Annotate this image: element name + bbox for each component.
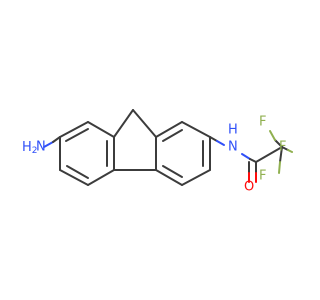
bond-left-ring-double-3 xyxy=(66,165,89,179)
bond-left-ring-double-1 xyxy=(65,128,89,142)
bond-right-ring-4 xyxy=(181,169,211,186)
bond-left-ring-2 xyxy=(87,121,115,138)
bond-right-ring-double-3 xyxy=(162,165,183,178)
atom-labels: H2 N N H O F F F xyxy=(22,115,286,195)
amide-n-label: N xyxy=(228,140,238,155)
bond-five-ring-2 xyxy=(132,109,157,138)
bond-cf3-f-bottom-dark xyxy=(279,146,283,163)
bond-right-ring-5 xyxy=(155,169,183,186)
bond-right-ring-2 xyxy=(181,121,211,138)
bond-cf3-f-right xyxy=(287,149,293,153)
bond-amide-c-dark xyxy=(249,158,257,163)
bond-five-ring-1 xyxy=(113,109,134,138)
amine-subscript-label: 2 xyxy=(32,146,38,156)
bond-nh2-c-dark xyxy=(52,136,61,143)
bond-cf3-c xyxy=(255,146,283,163)
bond-cf3-f-top-left xyxy=(269,130,276,141)
bond-ring-amide-c xyxy=(209,136,218,142)
oxygen-label: O xyxy=(244,180,254,195)
amine-n-label: N xyxy=(36,140,46,155)
bond-left-ring-4 xyxy=(87,169,115,186)
bond-left-ring-5 xyxy=(59,169,89,186)
bond-cf3-f-bottom xyxy=(278,161,281,174)
fluorine-bottom-label: F xyxy=(259,169,266,184)
bond-left-ring-1 xyxy=(59,121,89,138)
fluorine-top-left-label: F xyxy=(259,115,266,130)
amine-h-label: H xyxy=(22,140,32,155)
fluorine-top-right-label: F xyxy=(279,140,286,155)
bonds xyxy=(43,109,293,186)
structure-diagram: H2 N N H O F F F xyxy=(22,109,293,195)
bond-nh2-c xyxy=(43,141,54,148)
amide-h-label: H xyxy=(228,123,238,138)
bond-ring-amide-n xyxy=(216,140,225,146)
bond-cf3-f-right-dark xyxy=(281,146,289,151)
bond-cf3-f-top-left-dark xyxy=(274,139,283,148)
bond-amide-n-c xyxy=(241,153,251,160)
bond-right-ring-double-1 xyxy=(162,129,183,142)
amine-h2-label: H2 xyxy=(22,140,38,157)
bond-right-ring-1 xyxy=(155,121,183,138)
